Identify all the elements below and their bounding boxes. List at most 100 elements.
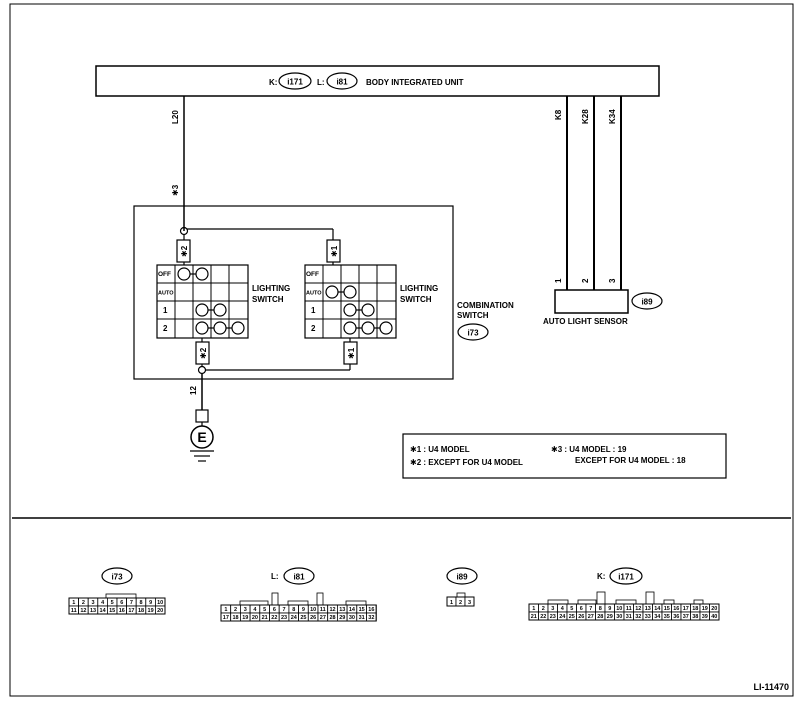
- connector-i81-pin-label: 18: [232, 615, 238, 621]
- connector-i81-title: i81: [293, 573, 305, 582]
- connector-i81-pin-label: 25: [300, 615, 306, 621]
- connector-i171-pin-label: 3: [551, 606, 554, 612]
- connector-i81-pin-label: 16: [368, 607, 374, 613]
- combination-switch: COMBINATION SWITCH i73 ✱2 ✱1 OFF AUTO: [133, 205, 514, 380]
- connector-i73-pin-label: 2: [82, 600, 85, 606]
- connector-i73-pin-label: 10: [157, 600, 163, 606]
- left-row-off: OFF: [158, 271, 171, 278]
- connector-i81-pin-label: 24: [291, 615, 298, 621]
- connector-i171-pin-label: 33: [645, 614, 651, 620]
- connector-i171-pin-label: 18: [692, 606, 698, 612]
- sensor-wires: K8 K28 K34 1 2 3: [554, 96, 622, 290]
- wire-k28-label: K28: [581, 109, 590, 124]
- connector-i171-pin-label: 35: [664, 614, 670, 620]
- connector-i73-pin-label: 5: [111, 600, 114, 606]
- wire-k34-label: K34: [608, 109, 617, 124]
- connector-i81-pin-label: 2: [234, 607, 237, 613]
- connector-i73-pin-label: 18: [138, 608, 144, 614]
- connector-i171-pin-label: 40: [711, 614, 717, 620]
- right-row-auto: AUTO: [306, 291, 322, 297]
- connector-i81-pin-label: 19: [242, 615, 248, 621]
- connector-i81-pin-label: 29: [339, 615, 345, 621]
- auto-light-sensor: i89 AUTO LIGHT SENSOR: [543, 289, 663, 326]
- connector-i171-pin-label: 17: [683, 606, 689, 612]
- connector-i73-pin-label: 3: [91, 600, 94, 606]
- connector-i171-pin-label: 22: [540, 614, 546, 620]
- note-3: ✱3 : U4 MODEL : 19: [551, 445, 627, 454]
- connector-i81-pin-label: 1: [224, 607, 227, 613]
- connector-i171-pin-label: 34: [654, 614, 661, 620]
- connector-i81-pin-label: 28: [329, 615, 335, 621]
- connector-i81-pin-label: 11: [320, 607, 326, 613]
- connector-i171-pin-label: 8: [599, 606, 602, 612]
- connector-i73-pin-label: 14: [100, 608, 107, 614]
- lighting-switch-left: OFF AUTO 1 2 LIGHTING SWITCH: [156, 264, 290, 339]
- connector-i171-pin-label: 13: [645, 606, 651, 612]
- connector-i81-pin-label: 15: [359, 607, 365, 613]
- connector-i81-pin-label: 22: [271, 615, 277, 621]
- right-switch-label-2: SWITCH: [400, 295, 432, 304]
- sensor-pin-3: 3: [608, 278, 617, 283]
- connector-i171-pin-label: 19: [702, 606, 708, 612]
- left-row-2: 2: [163, 324, 168, 333]
- left-switch-label-2: SWITCH: [252, 295, 284, 304]
- connector-i171-pin-label: 20: [711, 606, 717, 612]
- connector-i171-pin-label: 21: [531, 614, 537, 620]
- connector-i73-pin-label: 19: [148, 608, 154, 614]
- wire-l20-label: L20: [171, 110, 180, 124]
- connector-i73-pin-label: 12: [80, 608, 86, 614]
- connector-i81-prefix: L:: [271, 572, 279, 581]
- connector-i171-pin-label: 39: [702, 614, 708, 620]
- bcm-conn-k: i171: [287, 78, 303, 87]
- combination-label-1: COMBINATION: [457, 301, 514, 310]
- connector-i171-pin-label: 7: [589, 606, 592, 612]
- right-row-1: 1: [311, 306, 316, 315]
- connector-i73-pin-label: 17: [128, 608, 134, 614]
- connector-i89-title: i89: [456, 573, 468, 582]
- connector-i81-pin-label: 13: [339, 607, 345, 613]
- sensor-pin-2: 2: [581, 278, 590, 283]
- connector-i81-pin-label: 4: [253, 607, 257, 613]
- connector-i81-pin-label: 32: [368, 615, 374, 621]
- ground-symbol: E: [197, 429, 206, 445]
- connector-i89-pin-label: 2: [459, 600, 462, 606]
- connector-i171-pin-label: 16: [673, 606, 679, 612]
- connector-i171-pin-label: 4: [561, 606, 565, 612]
- wire-l20: L20 ✱3: [171, 96, 185, 231]
- connector-i171-pin-label: 31: [626, 614, 632, 620]
- bcm-conn-k-prefix: K:: [269, 78, 277, 87]
- connector-i73-pin-label: 1: [72, 600, 75, 606]
- connector-i89-pin-label: 1: [450, 600, 453, 606]
- combination-label-2: SWITCH: [457, 311, 489, 320]
- wire-12-label: 12: [189, 386, 198, 395]
- connector-i171-pin-label: 32: [635, 614, 641, 620]
- ground-circuit: 12 E: [189, 374, 214, 462]
- left-switch-label-1: LIGHTING: [252, 284, 290, 293]
- connector-i81-pin-label: 23: [281, 615, 287, 621]
- ground-circle-icon: [190, 425, 214, 449]
- connector-i171-pin-label: 1: [532, 606, 535, 612]
- note-4: EXCEPT FOR U4 MODEL : 18: [575, 456, 686, 465]
- connector-i73-pin-label: 20: [157, 608, 163, 614]
- connector-i171-pin-label: 36: [673, 614, 679, 620]
- wire-k8-label: K8: [554, 109, 563, 120]
- figure-id: LI-11470: [753, 682, 789, 692]
- connector-i171-pin-label: 29: [607, 614, 613, 620]
- sensor-connector: i89: [641, 298, 653, 307]
- connector-i171-pin-label: 26: [578, 614, 584, 620]
- star3-marker: ✱3: [171, 184, 180, 196]
- star1-bottom: ✱1: [347, 347, 356, 359]
- right-row-2: 2: [311, 324, 316, 333]
- connector-i73-pin-label: 4: [101, 600, 105, 606]
- connector-i81-pin-label: 3: [244, 607, 247, 613]
- connector-i171-pin-label: 37: [683, 614, 689, 620]
- connector-i171-pin-label: 11: [626, 606, 632, 612]
- connector-i73-pin-label: 8: [139, 600, 142, 606]
- sensor-pin-1: 1: [554, 278, 563, 283]
- connector-i171-pin-label: 24: [559, 614, 566, 620]
